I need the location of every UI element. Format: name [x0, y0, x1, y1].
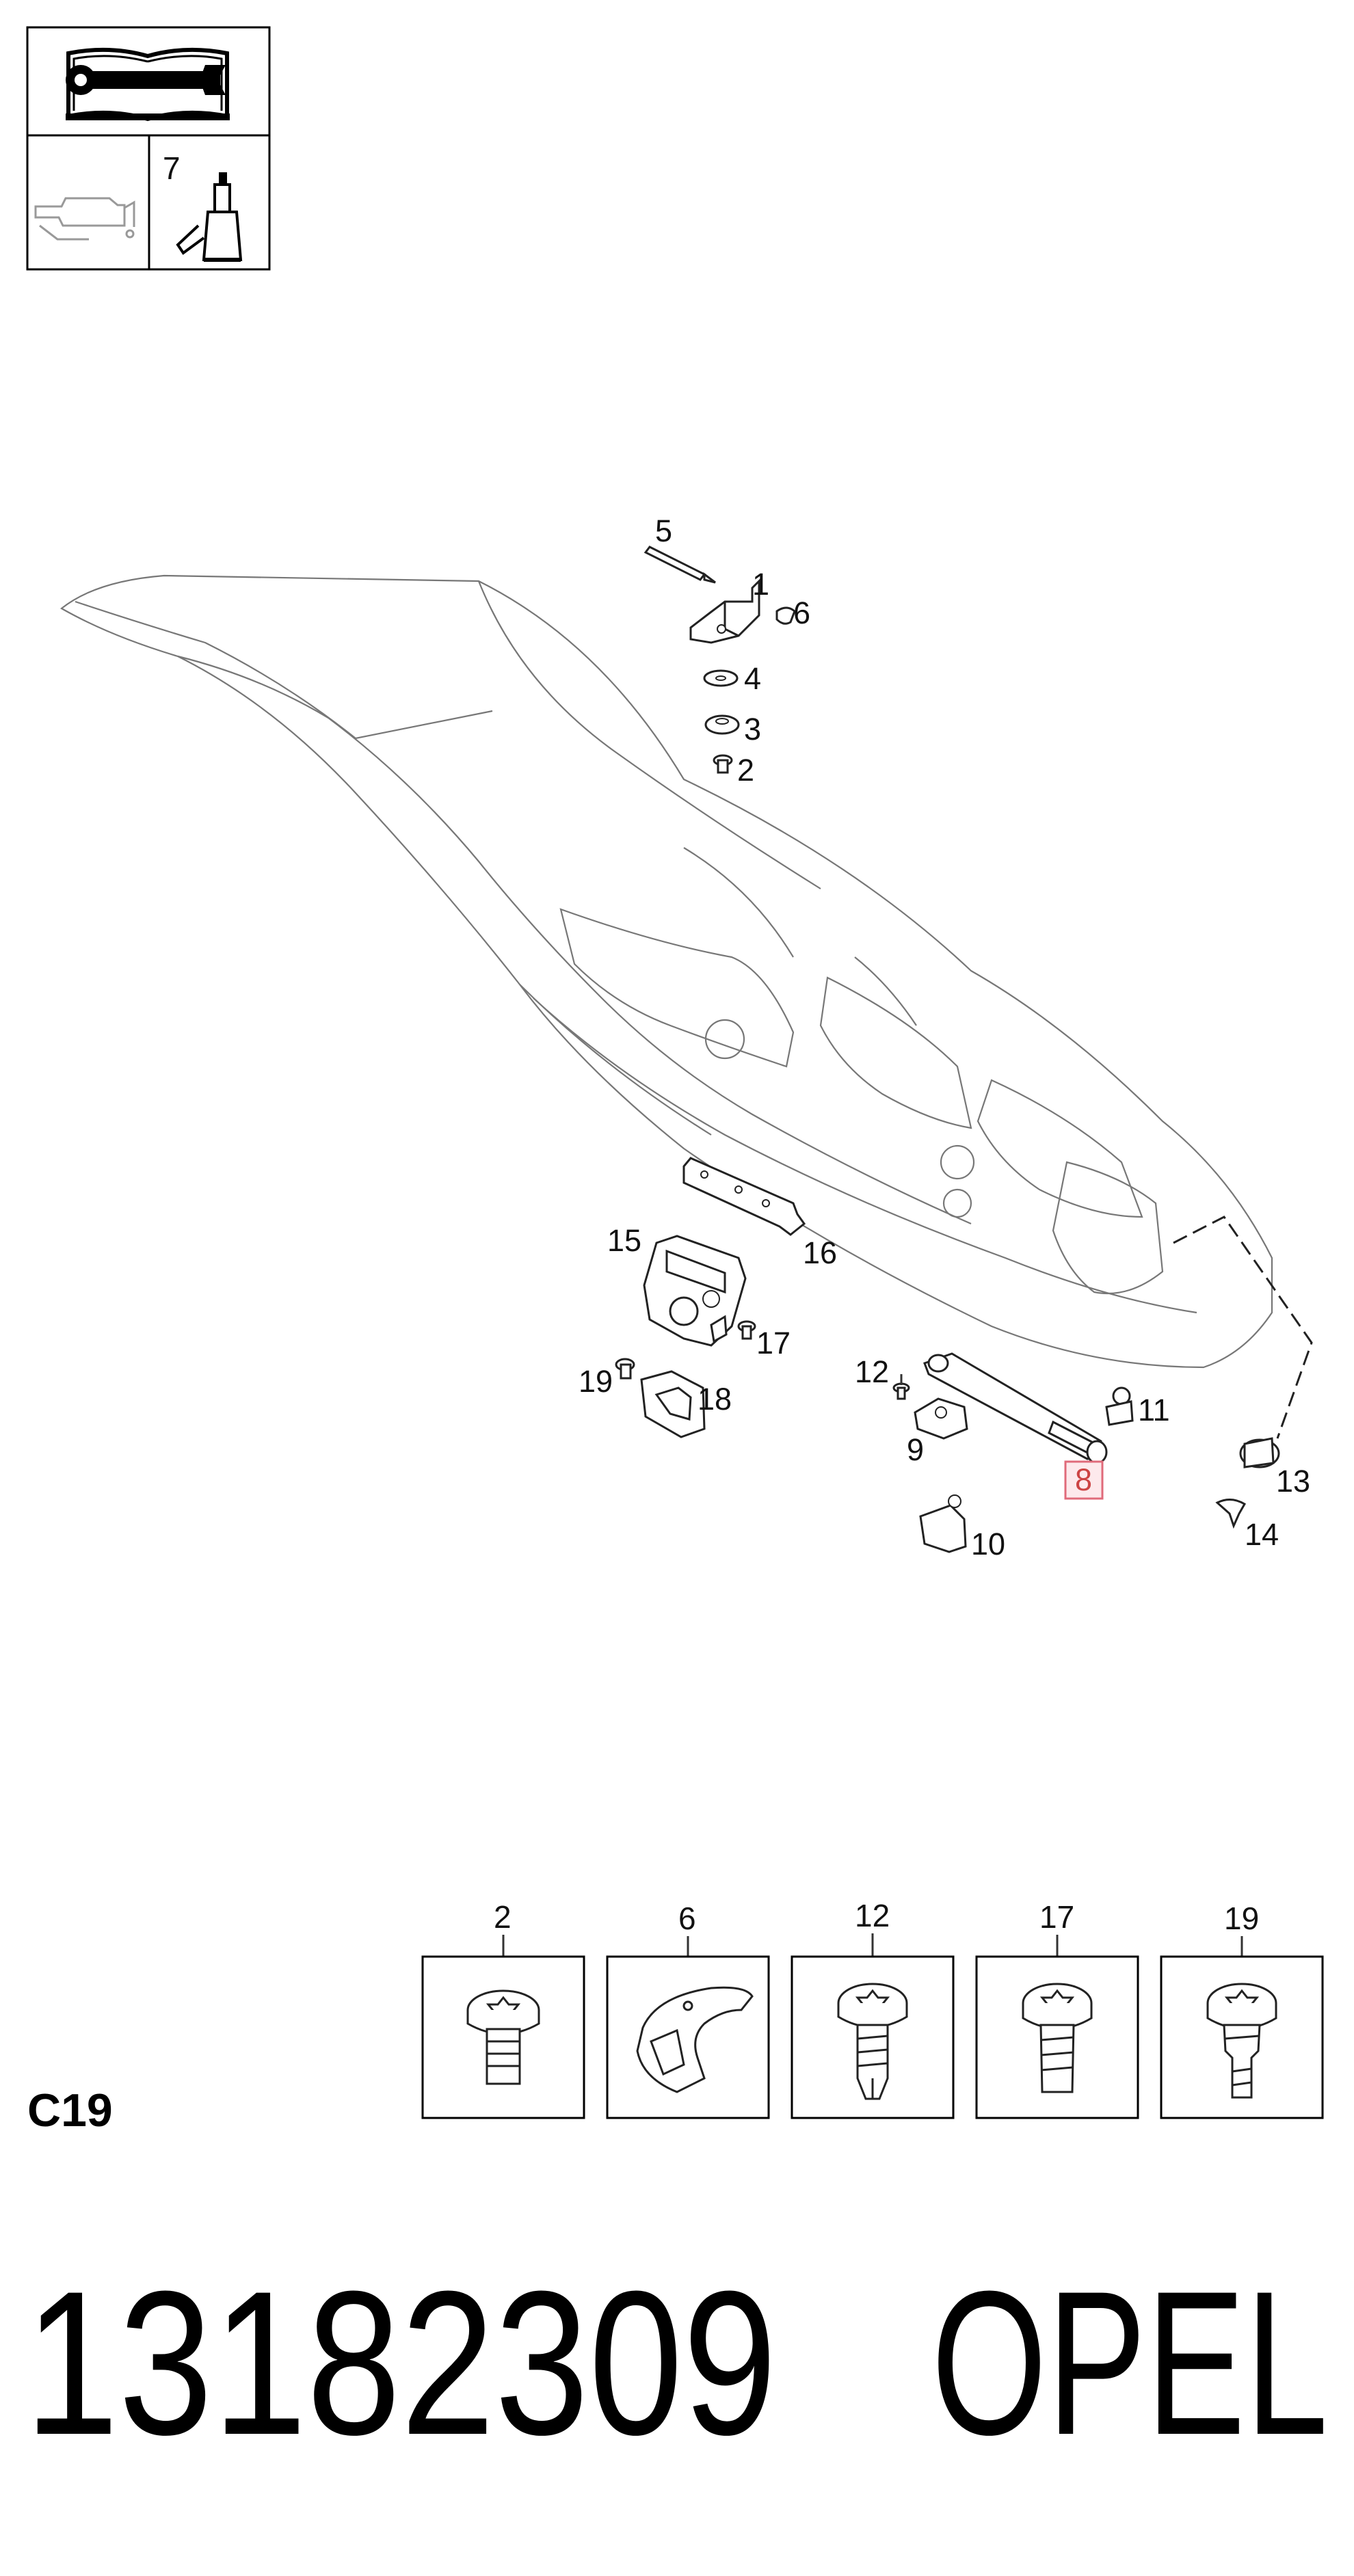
tailgate-panel: [60, 574, 1313, 1439]
gas-strut: [923, 1352, 1108, 1464]
callout-labels: 5 1 6 4 3 2 15 16 17 19 18 12 9 11 8 13 …: [579, 513, 1310, 1561]
thumbnail-label: 2: [494, 1899, 512, 1935]
strut-parts: [892, 1352, 1280, 1553]
callout-5[interactable]: 5: [655, 513, 672, 548]
thumbnail-2[interactable]: 2: [421, 1899, 585, 2119]
ball-stud: [1105, 1386, 1134, 1426]
tailgate-lock: [643, 1235, 747, 1347]
icon-box: 7: [26, 26, 271, 271]
thumbnail-label: 19: [1224, 1901, 1259, 1936]
hinge-pin: [643, 546, 716, 584]
clip-icon: [636, 1986, 754, 2093]
hinge-clip: [775, 606, 796, 625]
thumbnail-17[interactable]: 17: [975, 1899, 1139, 2119]
torx-self-tapping-screw-icon: [837, 1983, 908, 2100]
fastener-thumbnails: 2 6 12: [421, 1898, 1324, 2119]
grommet: [1239, 1437, 1280, 1468]
callout-19[interactable]: 19: [579, 1364, 613, 1399]
striker-screw: [615, 1358, 635, 1380]
callout-12[interactable]: 12: [855, 1354, 889, 1389]
hinge-bracket: [689, 578, 760, 644]
thumbnail-12[interactable]: 12: [791, 1898, 955, 2119]
thumbnail-6[interactable]: 6: [606, 1901, 770, 2119]
callout-13[interactable]: 13: [1276, 1464, 1310, 1499]
callout-6[interactable]: 6: [793, 595, 810, 630]
part-number: 13182309: [25, 2248, 777, 2478]
callout-2[interactable]: 2: [737, 753, 754, 788]
bracket-screw: [892, 1382, 910, 1400]
striker: [640, 1370, 706, 1438]
torx-pin-screw-icon: [1206, 1983, 1277, 2099]
callout-11[interactable]: 11: [1138, 1393, 1170, 1427]
callout-9[interactable]: 9: [907, 1432, 924, 1467]
thumbnail-label: 6: [678, 1901, 696, 1936]
section-code: C19: [27, 2084, 113, 2136]
callout-16[interactable]: 16: [803, 1235, 837, 1270]
callout-4[interactable]: 4: [744, 661, 761, 696]
callout-3[interactable]: 3: [744, 712, 761, 747]
lock-parts: [615, 1157, 806, 1438]
highlight-box: [1064, 1460, 1104, 1500]
thumbnail-19[interactable]: 19: [1160, 1901, 1324, 2119]
lubrication-icon: [34, 197, 135, 241]
grease-tube-icon: [176, 172, 243, 262]
hinge-parts: [643, 546, 796, 774]
callout-8[interactable]: 8: [1075, 1462, 1092, 1497]
torx-screw-icon: [466, 1989, 540, 2085]
torx-screw-icon: [1022, 1983, 1093, 2093]
thumbnail-label: 12: [855, 1898, 890, 1933]
callout-8-highlight[interactable]: 8: [1064, 1460, 1104, 1500]
icon-box-label-7: 7: [163, 150, 181, 186]
workshop-manual-icon: [66, 47, 230, 122]
callout-15[interactable]: 15: [607, 1223, 641, 1258]
brand: OPEL: [931, 2248, 1328, 2478]
callout-10[interactable]: 10: [971, 1527, 1005, 1561]
screw: [713, 754, 733, 774]
callout-17[interactable]: 17: [756, 1326, 791, 1360]
callout-14[interactable]: 14: [1245, 1517, 1279, 1552]
retainer-clip: [1215, 1499, 1247, 1529]
strut-lower-bracket: [919, 1504, 967, 1553]
callout-1[interactable]: 1: [752, 567, 769, 602]
lock-screw: [737, 1320, 756, 1340]
lock-bracket: [682, 1157, 806, 1236]
callout-18[interactable]: 18: [698, 1382, 732, 1417]
thumbnail-label: 17: [1039, 1899, 1074, 1935]
